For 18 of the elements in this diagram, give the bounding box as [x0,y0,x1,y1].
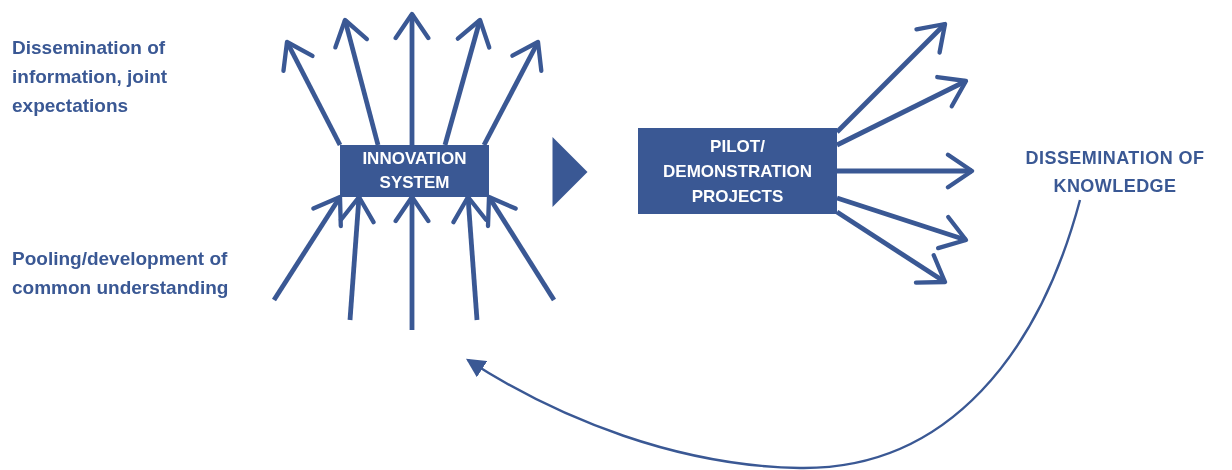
arrow [481,39,544,147]
arrow [835,21,948,134]
arrow [442,17,492,146]
process-box: PILOT/ DEMONSTRATION PROJECTS [638,128,837,214]
arrow [836,195,969,251]
arrow [837,152,975,190]
curved-arrow [465,199,1082,470]
arrow [835,210,948,285]
arrow [333,17,381,146]
arrowhead-triangle [552,137,588,207]
arrow [485,194,557,302]
arrow [281,39,343,147]
arrow [271,194,343,302]
outcome-label: DISSEMINATION OF KNOWLEDGE [998,144,1232,200]
process-box: INNOVATION SYSTEM [340,145,489,197]
arrow [393,11,431,145]
side-label: Pooling/development of common understanding [12,244,262,302]
side-label: Dissemination of information, joint expectations [12,33,227,120]
